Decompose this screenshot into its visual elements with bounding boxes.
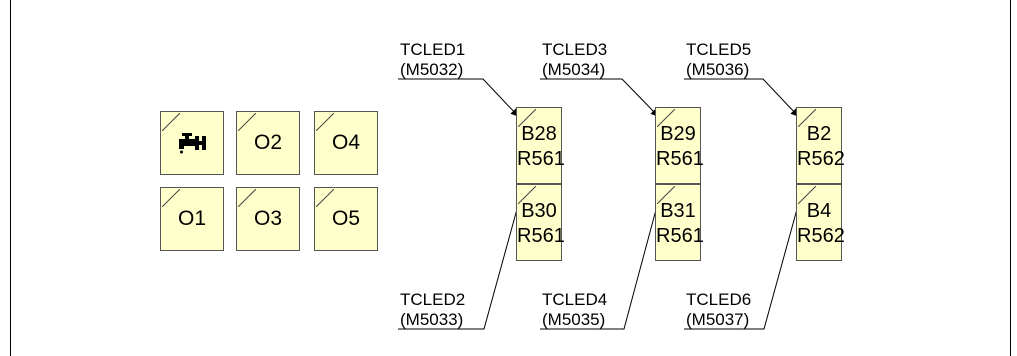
callout-name: TCLED3 (542, 40, 608, 59)
key-label: O5 (331, 207, 360, 230)
led-b2: B2 R562 (796, 107, 845, 184)
led-relay: R561 (517, 225, 565, 247)
led-relay: R561 (656, 225, 704, 247)
callout-name: TCLED5 (686, 40, 752, 59)
diagram-frame (10, 0, 1011, 356)
key-label: O2 (253, 131, 282, 154)
key-label: O4 (331, 131, 360, 154)
led-relay: R561 (517, 148, 565, 170)
callout-address: (M5036) (686, 60, 750, 79)
callout-address: (M5037) (686, 310, 750, 329)
led-b30: B30 R561 (516, 184, 565, 261)
leader-tcled3 (540, 78, 659, 117)
led-b31: B31 R561 (655, 184, 704, 261)
key-o4[interactable]: O4 (314, 111, 378, 175)
led-b28: B28 R561 (516, 107, 565, 184)
callout-tcled2: TCLED2 (M5033) (400, 290, 465, 330)
callout-tcled3: TCLED3 (M5034) (542, 40, 607, 80)
callout-address: (M5035) (542, 310, 606, 329)
led-b29: B29 R561 (655, 107, 704, 184)
callout-address: (M5034) (542, 60, 606, 79)
leader-tcled5 (684, 78, 799, 117)
callout-address: (M5032) (400, 60, 464, 79)
key-label: O3 (253, 207, 282, 230)
led-bus: B2 (806, 123, 832, 145)
led-bus: B30 (521, 200, 557, 222)
callout-name: TCLED6 (686, 290, 752, 309)
leader-tcled1 (398, 78, 519, 117)
callout-tcled4: TCLED4 (M5035) (542, 290, 607, 330)
key-o3[interactable]: O3 (236, 187, 300, 251)
leader-tcled6 (684, 190, 804, 330)
key-label: O1 (177, 207, 206, 230)
key-tap[interactable] (160, 111, 224, 175)
led-bus: B29 (660, 123, 696, 145)
leader-tcled4 (540, 190, 664, 330)
callout-address: (M5033) (400, 310, 464, 329)
led-bus: B28 (521, 123, 557, 145)
callout-name: TCLED1 (400, 40, 466, 59)
key-o5[interactable]: O5 (314, 187, 378, 251)
callout-tcled6: TCLED6 (M5037) (686, 290, 751, 330)
led-bus: B4 (806, 200, 832, 222)
led-relay: R562 (797, 148, 845, 170)
callout-name: TCLED4 (542, 290, 608, 309)
key-o2[interactable]: O2 (236, 111, 300, 175)
led-b4: B4 R562 (796, 184, 845, 261)
callout-tcled1: TCLED1 (M5032) (400, 40, 465, 80)
led-relay: R562 (797, 225, 845, 247)
leader-tcled2 (398, 190, 524, 330)
led-bus: B31 (660, 200, 696, 222)
callout-name: TCLED2 (400, 290, 466, 309)
faucet-icon (161, 112, 223, 174)
led-relay: R561 (656, 148, 704, 170)
callout-tcled5: TCLED5 (M5036) (686, 40, 751, 80)
key-o1[interactable]: O1 (160, 187, 224, 251)
